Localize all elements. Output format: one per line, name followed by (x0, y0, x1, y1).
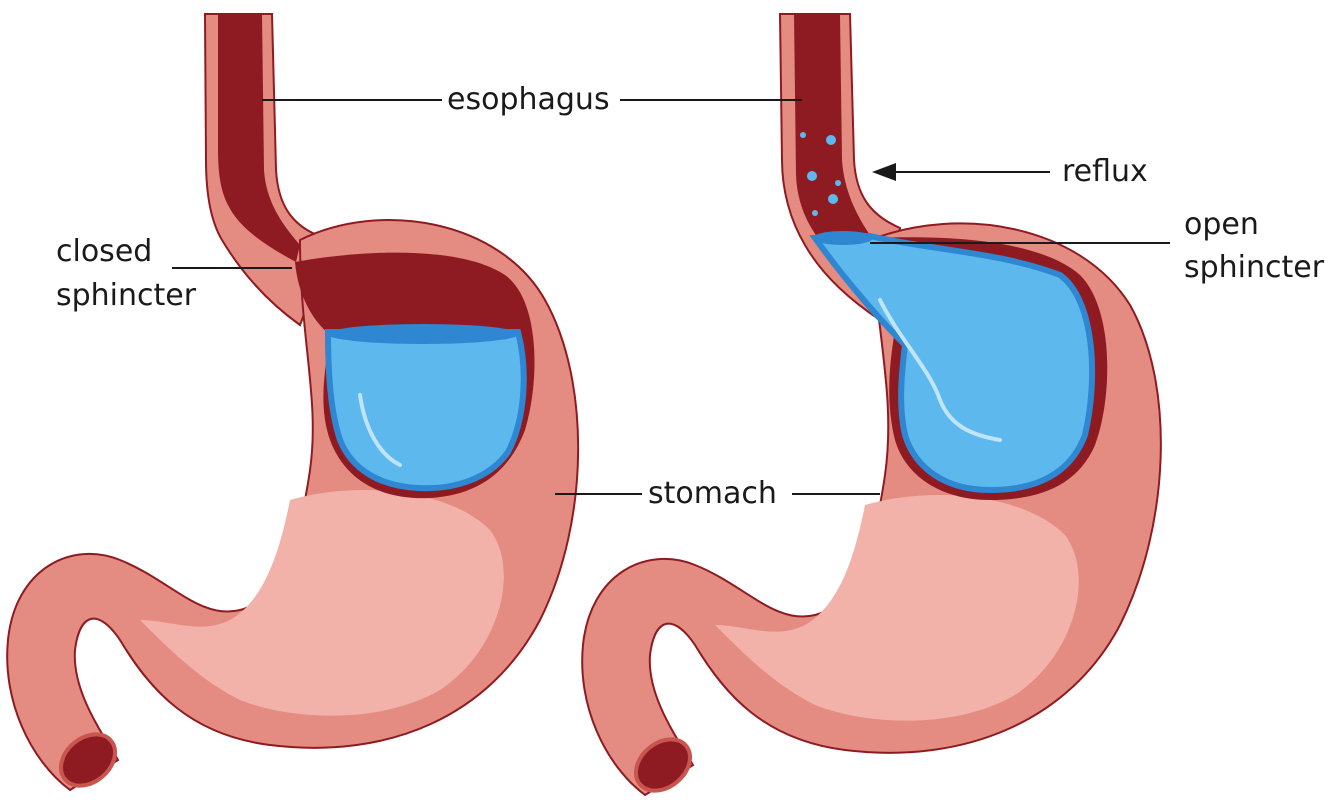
reflux-label: reflux (1062, 152, 1148, 192)
acid-pool-left (328, 332, 524, 488)
acid-surface-right (813, 231, 873, 245)
stomach-label: stomach (648, 474, 777, 514)
reflux-droplet (812, 210, 818, 216)
reflux-droplet (835, 180, 841, 186)
acid-pool-right (815, 236, 1092, 490)
open-sphincter-label-line1: open (1184, 205, 1259, 245)
stomach-open-sphincter (582, 14, 1161, 801)
esophagus-label: esophagus (447, 80, 610, 120)
closed-sphincter-label-line1: closed (56, 232, 152, 272)
acid-surface-left (327, 324, 519, 344)
closed-sphincter-label-line2: sphincter (56, 276, 196, 316)
reflux-droplet (800, 132, 806, 138)
reflux-droplet (826, 135, 836, 145)
stomach-closed-sphincter (7, 14, 578, 796)
reflux-droplet (828, 194, 838, 204)
reflux-droplet (807, 171, 817, 181)
reflux-arrowhead (872, 163, 896, 181)
open-sphincter-label-line2: sphincter (1184, 248, 1324, 288)
